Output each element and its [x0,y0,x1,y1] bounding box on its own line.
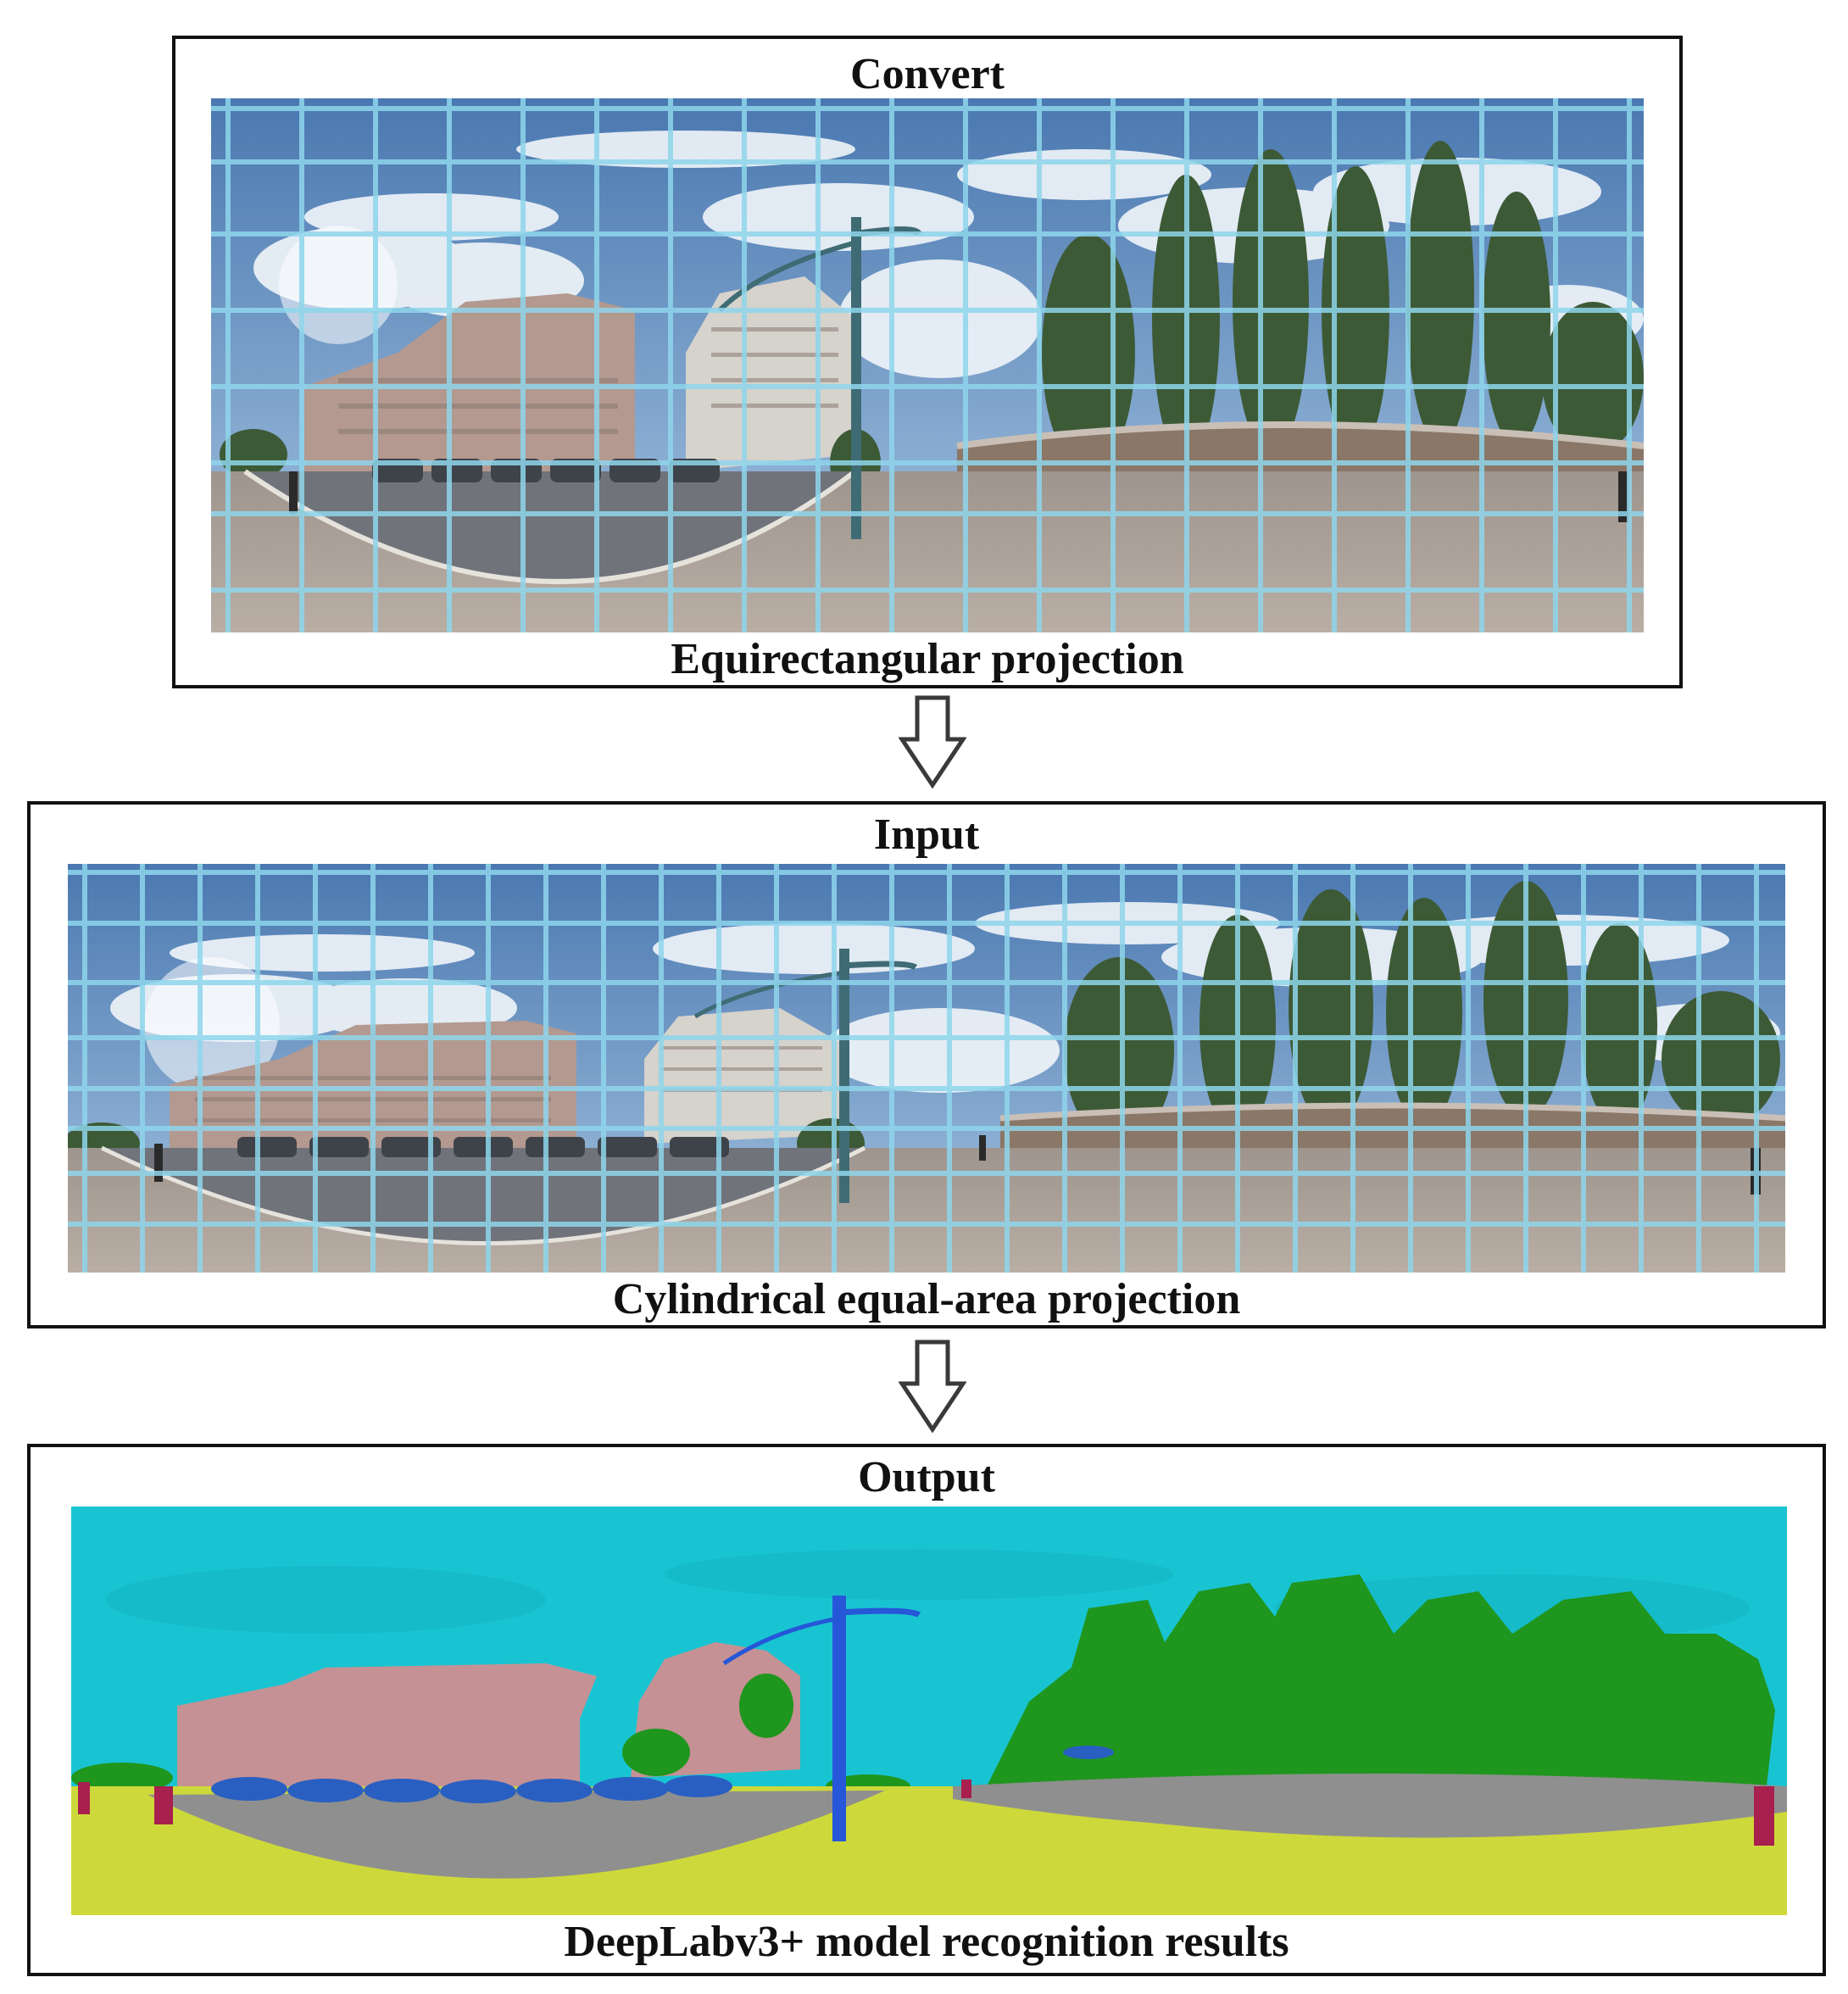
convert-heading: Convert [850,50,1005,98]
down-arrow-icon [899,695,966,788]
output-heading: Output [858,1453,995,1501]
segmentation-result-image [71,1507,1787,1915]
input-heading: Input [873,810,980,859]
output-panel: Output [27,1444,1826,1976]
down-arrow-icon [899,1340,966,1433]
input-caption: Cylindrical equal-area projection [612,1275,1241,1323]
cylindrical-panorama-image [68,864,1785,1273]
output-caption: DeepLabv3+ model recognition results [564,1918,1289,1966]
convert-panel: Convert [172,36,1683,688]
convert-caption: Equirectangular projection [671,635,1184,683]
input-panel: Input [27,801,1826,1328]
equirectangular-panorama-image [211,98,1644,632]
